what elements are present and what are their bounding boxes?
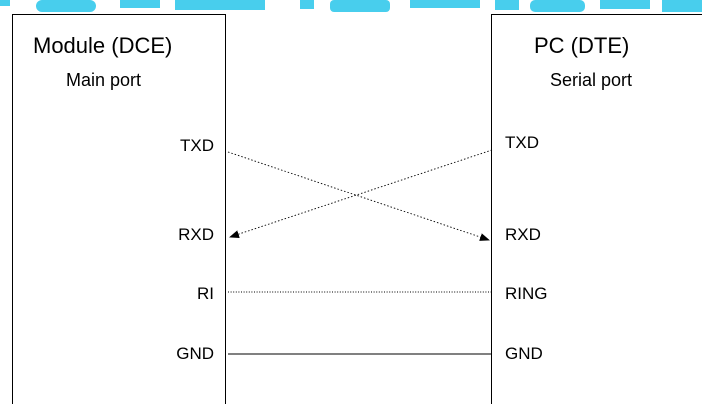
pc-pin-txd: TXD [505,133,539,152]
pc-subtitle: Serial port [550,70,633,90]
pc-dte-box [491,14,702,404]
module-pin-txd: TXD [180,136,214,155]
wire-pc-txd-to-module-rxd [229,149,493,238]
pc-pin-gnd: GND [505,344,543,363]
wire-module-txd-to-pc-rxd [227,151,490,241]
module-pin-rxd: RXD [178,225,214,244]
module-pin-ri: RI [197,284,214,303]
watermark-band [0,0,702,12]
pc-pin-rxd: RXD [505,225,541,244]
pc-title: PC (DTE) [534,33,630,58]
module-title: Module (DCE) [33,33,173,58]
module-subtitle: Main port [66,70,142,90]
pc-pin-ring: RING [505,284,548,303]
module-dce-box [12,14,226,404]
module-pin-gnd: GND [176,344,214,363]
